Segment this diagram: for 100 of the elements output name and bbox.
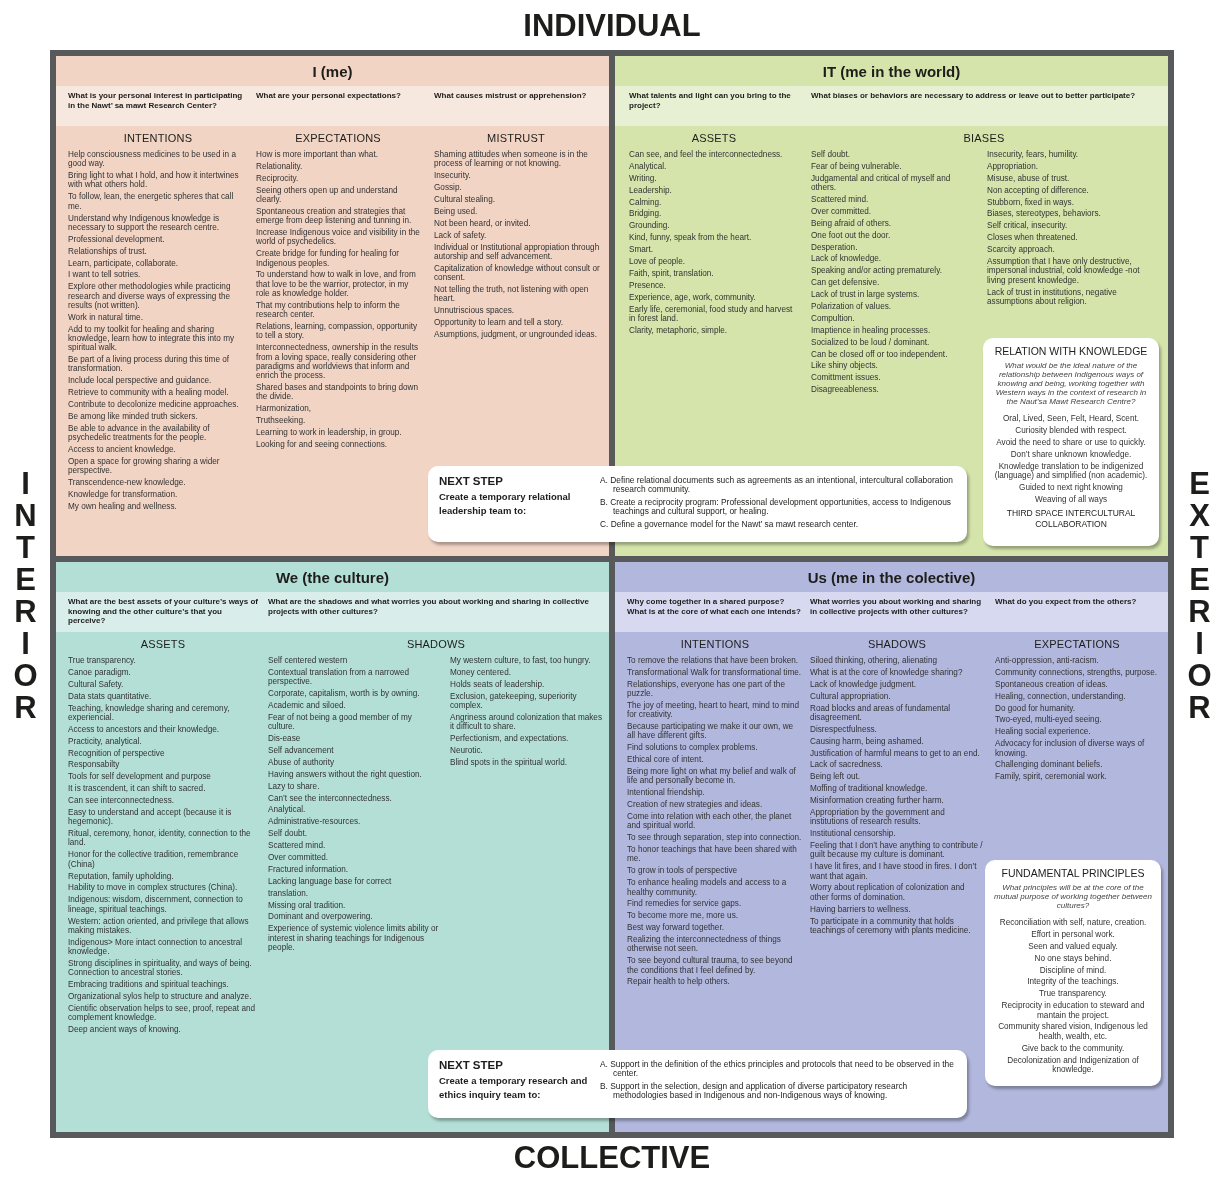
principle-item: Curiosity blended with respect. (1015, 425, 1127, 436)
list-item: Can see, and feel the interconnectedness. (629, 150, 783, 160)
list-item: Lazy to share. (268, 781, 320, 791)
list-item: Relationships, everyone has one part of the puzzle. (627, 679, 786, 699)
list-item: What is at the core of knowledge sharing? (810, 667, 963, 678)
list-item: Capitalization of knowledge without consult or consent. (434, 263, 600, 283)
list-item: Bridging. (629, 209, 662, 219)
list-item: Smart. (629, 245, 654, 255)
question-text: What talents and light can you bring to the project? (629, 91, 792, 110)
list-item: Harmonization, (256, 404, 312, 414)
axis-label: INTERIOR (7, 466, 43, 722)
list-item: To remove the relations that have been broken. (627, 656, 799, 666)
list-item: Realizing the interconnectedness of things otherwise not seen. (627, 935, 782, 954)
list-item: Dis-ease (268, 734, 301, 744)
step-item: B. Create a reciprocity program: Professional development opportunities, access to Indigenous teachings and cultural support, or healing. (600, 498, 952, 517)
list-item: Holds seats of leadership. (450, 679, 545, 690)
list-item: Transcendence-new knowledge. (68, 478, 186, 488)
list-item: Misuse, abuse of trust. (987, 173, 1070, 184)
list-item: Community connections, strengths, purpose. (995, 667, 1157, 678)
question-band (615, 592, 1168, 632)
list-item: Lack of knowledge. (811, 254, 882, 264)
list-item: Scarcity approach. (987, 245, 1055, 255)
list-item: Experience of systemic violence limits ability or interest in sharing teachings for Indigenous people. (268, 924, 440, 953)
question-text: What do you expect from the others? (995, 597, 1137, 607)
list-item: Spontaneous creation and strategies that emerge from deep listening and tunning in. (256, 206, 413, 226)
list-item: Fear of not being a good member of my culture. (268, 712, 413, 732)
list-item: Repair health to help others. (627, 977, 730, 987)
list-item: Institutional censorship. (810, 829, 896, 839)
list-item: To see beyond cultural trauma, to see beyond the conditions that I feel defined by. (627, 956, 794, 975)
principle-item: Give back to the community. (1021, 1043, 1125, 1053)
question-text: What are your personal expectations? (256, 91, 401, 101)
list-item: Can see interconnectedness. (68, 796, 175, 806)
list-item: Like shiny objects. (811, 361, 878, 371)
principle-item: Avoid the need to share or use to quickly. (996, 437, 1146, 448)
list-item: Being left out. (810, 772, 861, 782)
list-item: Polarization of values. (811, 302, 892, 312)
list-item: Assumption that I have only destructive, impersonal industrial, cold knowledge -not living present knowledge. (987, 257, 1141, 285)
list-item: Deep ancient ways of knowing. (68, 1025, 181, 1035)
list-item: Road blocks and areas of fundamental disagreement. (810, 703, 952, 723)
list-item: Indigenous: wisdom, discernment, connection to lineage, spiritual teachings. (68, 895, 244, 914)
list-item: Being afraid of others. (811, 218, 892, 229)
step-item: A. Support in the definition of the ethics principles and protocols that need to be observed in the center. (600, 1060, 955, 1079)
column-heading: EXPECTATIONS (295, 132, 381, 145)
principle-item: Weaving of all ways (1034, 494, 1108, 504)
list-item: Cultural Safety. (68, 679, 124, 690)
list-item: Scattered mind. (268, 841, 326, 851)
question-text: What are the shadows and what worries you about working and sharing in collective projects with other cultures? (268, 597, 590, 616)
principle-item: Discipline of mind. (1039, 965, 1107, 975)
list-item: I want to tell sotries. (68, 270, 141, 280)
list-item: Creation of new strategies and ideas. (627, 800, 763, 810)
list-item: Calming. (629, 197, 662, 207)
list-item: Non accepting of difference. (987, 185, 1089, 195)
column-heading: ASSETS (691, 132, 737, 145)
list-item: Being more light on what my belief and walk of life and personally become in. (627, 767, 797, 786)
list-item: Angriness around colonization that makes it difficult to share. (450, 712, 602, 732)
list-item: Leadership. (629, 185, 672, 195)
list-item: Strong disciplines in spirituality, and ways of being. Connection to ancestral stories. (68, 958, 253, 978)
list-item: Clarity, metaphoric, simple. (629, 325, 728, 336)
card-subheading: Create a temporary relational leadership team to: (439, 490, 572, 518)
principle-item: No one stays behind. (1034, 953, 1112, 963)
list-item: Shaming attitudes when someone is in the process of learning or not knowing. (434, 150, 589, 169)
principle-item: Reconciliation with self, nature, creation. (999, 918, 1147, 928)
list-item: Find solutions to complex problems. (627, 743, 758, 753)
list-item: Retrieve to community with a healing model. (68, 388, 229, 398)
axis-label: INDIVIDUAL (523, 8, 701, 44)
list-item: I have lit fires, and I have stood in fires. I don’t want that again. (810, 862, 978, 881)
list-item: Self advancement (268, 745, 334, 756)
principle-item: Seen and valued equaly. (1028, 941, 1118, 952)
list-item: One foot out the door. (811, 230, 891, 240)
list-item: Challenging dominant beliefs. (995, 760, 1103, 770)
list-item: Being used. (434, 206, 478, 217)
list-item: The joy of meeting, heart to heart, mind to mind for creativity. (627, 700, 801, 720)
list-item: Contribute to decolonize medicine approaches. (68, 400, 239, 410)
list-item: Fractured information. (268, 864, 349, 875)
question-text: What causes mistrust or apprehension? (434, 91, 587, 101)
quadrant-title: We (the culture) (275, 569, 390, 587)
list-item: Desperation. (811, 242, 858, 252)
list-item: Worry about replication of colonization and other forms of domination. (810, 883, 966, 903)
list-item: Lack of trust in large systems. (811, 290, 920, 300)
list-item: Western: action oriented, and privilege that allows making mistakes. (68, 916, 250, 936)
list-item: Blind spots in the spiritual world. (450, 757, 567, 768)
list-item: Increase Indigenous voice and visibility in the world of psychedelics. (256, 228, 421, 247)
list-item: Scattered mind. (811, 194, 869, 205)
list-item: Appropriation. (987, 161, 1038, 172)
list-item: Bring light to what I hold, and how it intertwines with what others hold. (68, 171, 240, 190)
list-item: Best way forward together. (627, 923, 724, 933)
list-item: To understand how to walk in love, and from that love to be the warrior, protector, in my role as knowledge holder. (256, 270, 417, 299)
list-item: Healing social experience. (995, 727, 1091, 737)
list-item: Be able to advance in the availability of psychedelic treatments for the people. (68, 423, 211, 443)
list-item: Tools for self development and purpose (68, 772, 211, 782)
list-item: Can get defensive. (811, 278, 880, 288)
list-item: Relationships of trust. (68, 246, 147, 256)
list-item: Create bridge for funding for healing for Indigenous peoples. (256, 249, 400, 268)
list-item: Reciprocity. (256, 173, 299, 184)
list-item: Kind, funny, speak from the heart. (629, 233, 752, 243)
list-item: Reputation, family upholding. (68, 871, 174, 881)
list-item: Experience, age, work, community. (629, 292, 756, 302)
list-item: Lack of trust in institutions, negative assumptions about religion. (987, 287, 1118, 307)
list-item: Be among like minded truth sickers. (68, 412, 198, 422)
list-item: True transparency. (68, 656, 136, 666)
